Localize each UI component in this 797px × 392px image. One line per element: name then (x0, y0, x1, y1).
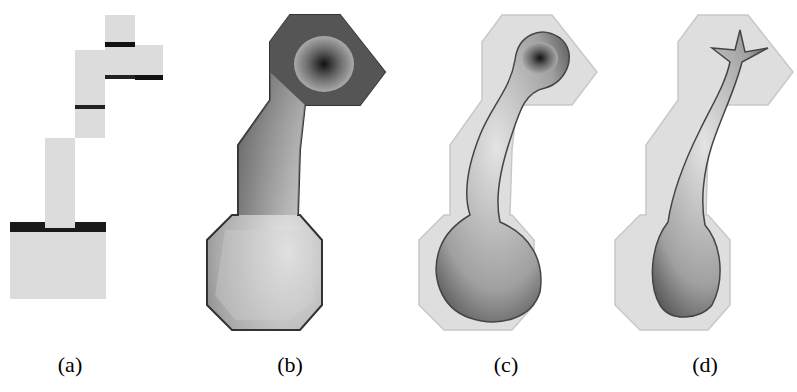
voxel-model (10, 15, 163, 299)
smoothed-surface (207, 15, 385, 330)
panel-label: (d) (692, 352, 718, 378)
panel-label: (a) (58, 352, 82, 378)
skeletal-surface (615, 15, 793, 330)
thinned-surface (419, 15, 597, 330)
panel-label: (b) (277, 352, 303, 378)
panel-label: (c) (494, 352, 518, 378)
